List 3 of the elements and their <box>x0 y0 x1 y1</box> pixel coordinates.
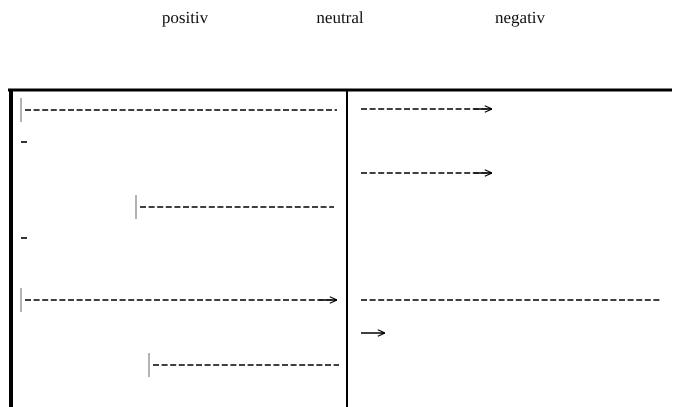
column-heading: neutral <box>316 8 364 28</box>
column-heading: negativ <box>494 8 546 28</box>
column-heading: positiv <box>162 8 208 28</box>
